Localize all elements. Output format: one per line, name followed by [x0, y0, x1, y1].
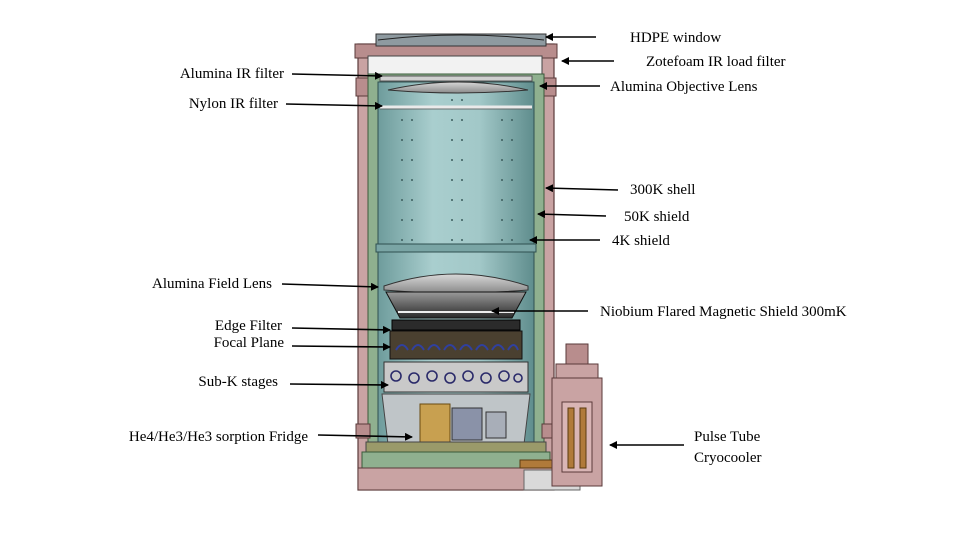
zotefoam-filter	[367, 55, 543, 75]
arrow-300k-shell	[545, 184, 619, 193]
arrow-subk-stages	[289, 380, 389, 389]
objective-lens	[387, 81, 529, 94]
label-hdpe-window: HDPE window	[630, 30, 721, 46]
label-sorption-fridge: He4/He3/He3 sorption Fridge	[129, 429, 308, 445]
arrow-edge-filter	[291, 325, 391, 334]
focal-plane	[389, 330, 523, 360]
label-nylon-filter: Nylon IR filter	[189, 96, 278, 112]
edge-filter	[391, 319, 521, 331]
label-field-lens: Alumina Field Lens	[152, 276, 272, 292]
subk-details	[390, 370, 523, 384]
label-edge-filter: Edge Filter	[215, 318, 282, 334]
bottom-plate-4k	[365, 441, 547, 453]
arrow-nylon-filter	[285, 101, 383, 110]
pulse-tube-head	[565, 343, 589, 367]
label-4k-shield: 4K shield	[612, 233, 670, 249]
arrow-sorption-fridge	[317, 432, 413, 441]
label-50k-shield: 50K shield	[624, 209, 690, 225]
label-focal-plane: Focal Plane	[214, 335, 285, 351]
cylinder-seam	[375, 243, 537, 253]
label-alumina-ir-filter: Alumina IR filter	[180, 66, 284, 82]
labels: HDPE window Zotefoam IR load filter Alum…	[129, 30, 847, 466]
label-niobium-shield: Niobium Flared Magnetic Shield 300mK	[600, 304, 847, 320]
label-pulse-tube-1: Pulse Tube	[694, 429, 761, 445]
hdpe-window	[375, 33, 547, 47]
label-zotefoam: Zotefoam IR load filter	[646, 54, 786, 70]
arrow-field-lens	[281, 282, 379, 291]
leader-arrows	[281, 33, 684, 449]
label-300k-shell: 300K shell	[630, 182, 695, 198]
niobium-shield	[385, 291, 527, 319]
arrow-alumina-ir-filter	[291, 71, 383, 80]
cryostat	[354, 33, 581, 491]
sorption-fridge	[419, 403, 451, 443]
label-objective-lens: Alumina Objective Lens	[610, 79, 758, 95]
cylinder-holes	[401, 99, 513, 241]
alumina-ir-filter	[379, 75, 533, 82]
label-pulse-tube-2: Cryocooler	[694, 450, 761, 466]
subk-stages	[383, 361, 529, 393]
label-subk-stages: Sub-K stages	[198, 374, 278, 390]
arrow-focal-plane	[291, 342, 391, 351]
focal-plane-details	[395, 344, 519, 351]
arrow-50k-shield	[537, 210, 607, 219]
pulse-tube-assembly	[551, 343, 603, 487]
